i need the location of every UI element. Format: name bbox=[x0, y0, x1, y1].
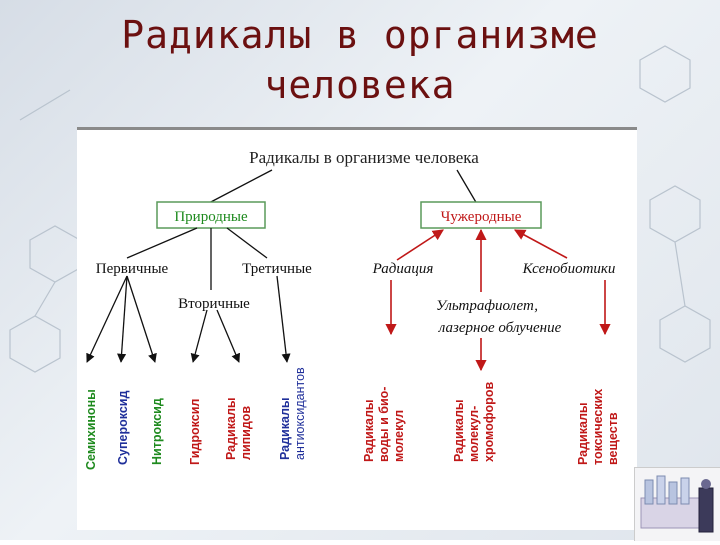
natural-label: Природные bbox=[174, 209, 248, 225]
leaf-water-radicals-line1: Радикалы bbox=[362, 399, 376, 462]
radiation-arrow bbox=[396, 229, 444, 261]
lab-vials-image bbox=[634, 467, 720, 541]
natural-box bbox=[156, 201, 266, 229]
leaf-lipid-radicals-line1: Радикалы bbox=[224, 397, 238, 460]
slide-title-line1: Радикалы в организме bbox=[121, 13, 599, 57]
radiation-label: Радиация bbox=[372, 261, 434, 277]
uv-label-line2: лазерное облучение bbox=[438, 320, 562, 336]
leaf-chromophore-radicals-line1: Радикалы bbox=[452, 399, 466, 462]
leaf-chromophore-radicals-line2: молекул- bbox=[467, 406, 481, 462]
leaf-superoxide: Супероксид bbox=[116, 391, 130, 465]
leaf-toxic-radicals-line3: веществ bbox=[606, 412, 620, 465]
slide-title: Радикалы в организме человека bbox=[0, 10, 720, 110]
primary-label: Первичные bbox=[96, 261, 169, 277]
leaf-toxic-radicals-line1: Радикалы bbox=[576, 402, 590, 465]
radicals-diagram: Радикалы в организме человека Природные … bbox=[84, 148, 620, 470]
root-label: Радикалы в организме человека bbox=[249, 148, 479, 167]
uv-label-line1: Ультрафиолет, bbox=[436, 298, 538, 314]
xenobiotics-arrow bbox=[514, 229, 568, 259]
foreign-label: Чужеродные bbox=[441, 209, 522, 225]
diagram-card: Радикалы в организме человека Природные … bbox=[77, 127, 637, 530]
leaf-semiquinones: Семихиноны bbox=[84, 389, 98, 470]
tertiary-label: Третичные bbox=[242, 261, 312, 277]
xenobiotics-label: Ксенобиотики bbox=[522, 261, 616, 277]
leaf-antioxidant-radicals-line2: антиоксидантов bbox=[293, 367, 307, 460]
root-to-foreign-line bbox=[456, 169, 478, 205]
leaf-antioxidant-radicals-line1: Радикалы bbox=[278, 397, 292, 460]
leaf-chromophore-radicals-line3: хромофоров bbox=[482, 382, 496, 462]
leaf-toxic-radicals-line2: токсических bbox=[591, 389, 605, 465]
slide-title-line2: человека bbox=[264, 63, 456, 107]
secondary-label: Вторичные bbox=[178, 296, 250, 312]
leaf-water-radicals-line2: воды и био- bbox=[377, 387, 391, 462]
leaf-nitroxide: Нитроксид bbox=[150, 398, 164, 465]
leaf-lipid-radicals-line2: липидов bbox=[239, 406, 253, 460]
leaf-hydroxyl: Гидроксил bbox=[188, 399, 202, 465]
leaf-water-radicals-line3: молекул bbox=[392, 410, 406, 462]
root-to-natural-line bbox=[206, 169, 273, 205]
lab-vials-icon bbox=[640, 475, 714, 533]
foreign-box bbox=[420, 201, 542, 229]
